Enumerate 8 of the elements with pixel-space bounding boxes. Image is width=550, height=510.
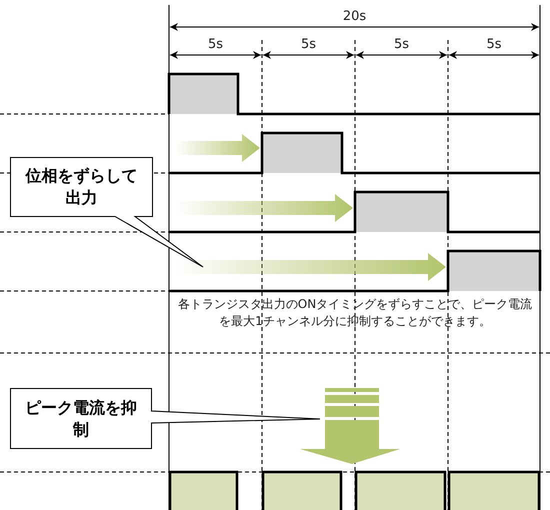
dimension-label: 5s <box>206 37 224 52</box>
note-text: 各トランジスタ出力のONタイミングをずらすことで、ピーク電流を最大1チャンネル分に抑制することができます。 <box>176 296 534 330</box>
dimension-label: 5s <box>300 37 318 52</box>
callout-bubble: 位相をずらして出力 <box>10 157 204 268</box>
callout-bubble: ピーク電流を抑制 <box>10 388 321 450</box>
dimension-label: 5s <box>392 37 410 52</box>
dimension-label: 20s <box>342 9 368 24</box>
dimension-label: 5s <box>485 37 503 52</box>
